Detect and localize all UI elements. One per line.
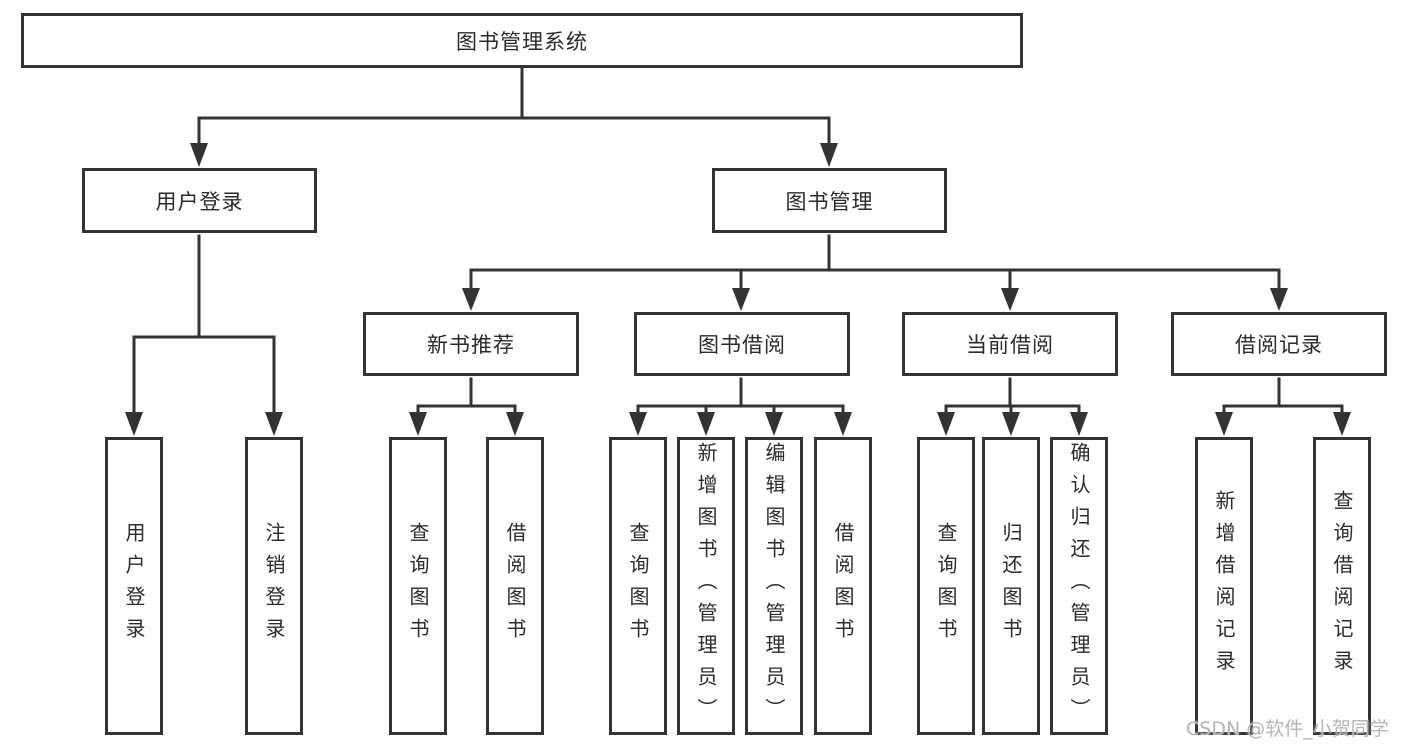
connector-user-login-children <box>125 234 283 436</box>
leaf-query-borrow-record: 查询借阅记录 <box>1313 437 1371 735</box>
connector-root-to-level2 <box>190 66 838 167</box>
leaf-user-login: 用户登录 <box>105 437 163 735</box>
node-label: 图书管理系统 <box>456 29 588 54</box>
connector-book-borrow-children <box>629 377 852 436</box>
leaf-query-books: 查询图书 <box>389 437 447 735</box>
leaf-label: 查询图书 <box>934 522 958 650</box>
leaf-query-books: 查询图书 <box>917 437 975 735</box>
node-label: 图书管理 <box>785 189 874 214</box>
leaf-confirm-return-admin: 确认归还（管理员） <box>1050 437 1108 735</box>
leaf-label: 查询借阅记录 <box>1330 490 1354 682</box>
leaf-add-borrow-record: 新增借阅记录 <box>1195 437 1253 735</box>
leaf-logout: 注销登录 <box>245 437 303 735</box>
leaf-label: 查询图书 <box>626 522 650 650</box>
leaf-label: 注销登录 <box>262 522 286 650</box>
leaf-label: 归还图书 <box>999 522 1023 650</box>
leaf-add-books-admin: 新增图书（管理员） <box>677 437 735 735</box>
node-book-borrow: 图书借阅 <box>634 312 850 376</box>
node-borrow-records: 借阅记录 <box>1171 312 1387 376</box>
node-user-login: 用户登录 <box>82 168 317 233</box>
leaf-return-books: 归还图书 <box>982 437 1040 735</box>
node-current-borrow: 当前借阅 <box>902 312 1118 376</box>
node-label: 借阅记录 <box>1235 333 1323 357</box>
node-new-book-recommend: 新书推荐 <box>363 312 579 376</box>
node-book-management: 图书管理 <box>712 168 947 233</box>
node-label: 新书推荐 <box>427 333 515 357</box>
leaf-label: 用户登录 <box>122 522 146 650</box>
connector-borrow-records-children <box>1215 377 1351 436</box>
leaf-label: 借阅图书 <box>503 522 527 650</box>
connector-new-book-recommend-children <box>409 377 524 436</box>
leaf-borrow-books: 借阅图书 <box>814 437 872 735</box>
node-label: 图书借阅 <box>698 333 786 357</box>
leaf-label: 借阅图书 <box>831 522 855 650</box>
connector-current-borrow-children <box>937 377 1088 436</box>
leaf-edit-books-admin: 编辑图书（管理员） <box>745 437 803 735</box>
leaf-label: 查询图书 <box>406 522 430 650</box>
leaf-label: 确认归还（管理员） <box>1067 442 1091 730</box>
leaf-label: 新增借阅记录 <box>1212 490 1236 682</box>
connector-book-management-children <box>462 234 1288 311</box>
csdn-watermark: CSDN @软件_小贺同学 <box>1186 718 1389 740</box>
leaf-borrow-books: 借阅图书 <box>486 437 544 735</box>
node-label: 用户登录 <box>155 189 244 214</box>
node-label: 当前借阅 <box>966 333 1054 357</box>
leaf-query-books: 查询图书 <box>609 437 667 735</box>
leaf-label: 编辑图书（管理员） <box>762 442 786 730</box>
leaf-label: 新增图书（管理员） <box>694 442 718 730</box>
node-library-management-system: 图书管理系统 <box>21 13 1023 68</box>
